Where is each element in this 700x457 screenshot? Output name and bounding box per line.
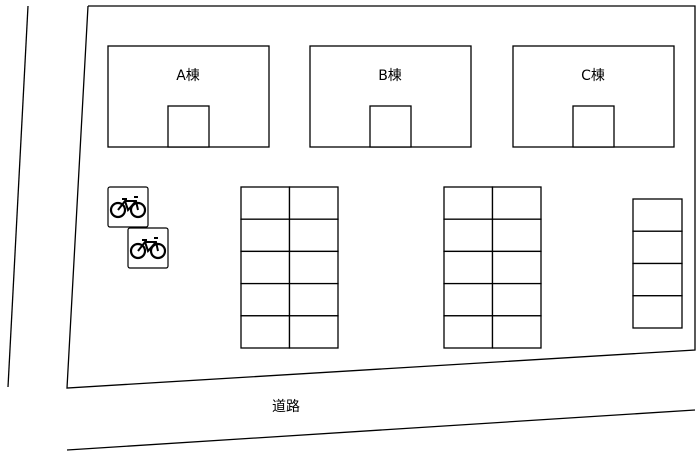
road-edge-line — [66, 409, 696, 451]
building-a: A棟 — [107, 45, 270, 148]
parking-space — [443, 186, 494, 220]
parking-space — [240, 282, 291, 317]
parking-space — [288, 218, 339, 253]
road-label: 道路 — [272, 399, 300, 415]
parking-area-1 — [240, 186, 339, 349]
parking-space — [288, 250, 339, 285]
building-label: B棟 — [378, 68, 402, 84]
lot-boundary — [66, 5, 696, 389]
building-label: A棟 — [176, 68, 200, 84]
parking-space — [443, 250, 494, 285]
parking-space — [632, 295, 683, 329]
parking-space — [240, 250, 291, 285]
parking-area-3 — [632, 198, 683, 329]
parking-space — [632, 198, 683, 232]
parking-space — [240, 186, 291, 220]
parking-space — [288, 186, 339, 220]
bicycle-parking — [107, 186, 169, 269]
building-c: C棟 — [512, 45, 675, 148]
entrance-a — [167, 105, 210, 148]
parking-space — [240, 218, 291, 253]
parking-space — [491, 186, 542, 220]
outer-boundary-line — [7, 5, 29, 388]
parking-space — [288, 282, 339, 317]
parking-space — [491, 315, 542, 349]
entrance-b — [369, 105, 412, 148]
bicycle-icon — [107, 186, 149, 228]
parking-space — [491, 282, 542, 317]
building-label: C棟 — [581, 68, 605, 84]
parking-area-2 — [443, 186, 542, 349]
parking-space — [443, 218, 494, 253]
parking-space — [632, 230, 683, 265]
parking-space — [491, 250, 542, 285]
entrance-c — [572, 105, 615, 148]
parking-space — [240, 315, 291, 349]
parking-space — [443, 315, 494, 349]
parking-space — [491, 218, 542, 253]
building-b: B棟 — [309, 45, 472, 148]
bicycle-icon — [127, 227, 169, 269]
parking-space — [288, 315, 339, 349]
parking-space — [443, 282, 494, 317]
parking-space — [632, 262, 683, 297]
parking-lots — [240, 186, 683, 349]
